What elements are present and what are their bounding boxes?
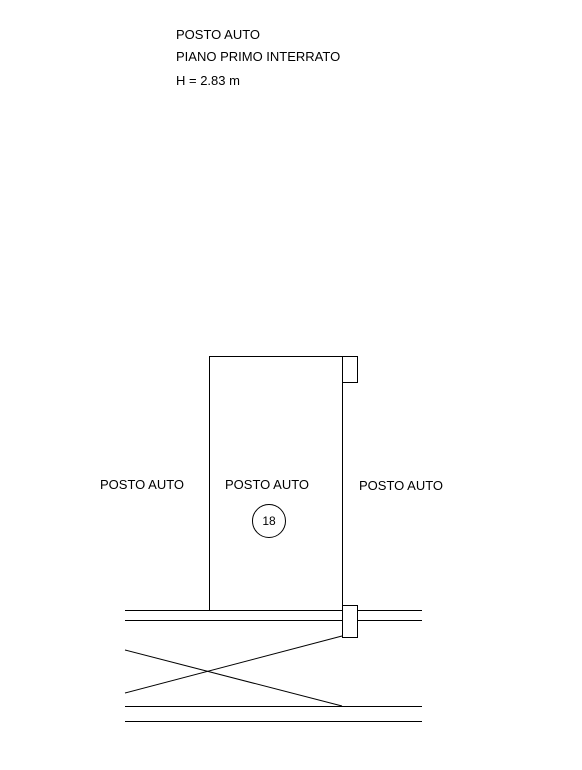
column-top [342,356,358,383]
ramp-diagonal-1 [124,649,343,707]
parking-label-center: POSTO AUTO [225,477,310,492]
space-number: 18 [262,514,276,528]
parking-label-right: POSTO AUTO [359,478,444,493]
column-bottom [342,605,358,638]
parking-label-left: POSTO AUTO [100,477,185,492]
title-line-1: POSTO AUTO [176,27,261,42]
space-number-circle [252,504,286,538]
ramp-diagonal-2 [124,635,343,694]
title-line-2: PIANO PRIMO INTERRATO [176,49,341,64]
height-annotation: H = 2.83 m [176,73,240,88]
